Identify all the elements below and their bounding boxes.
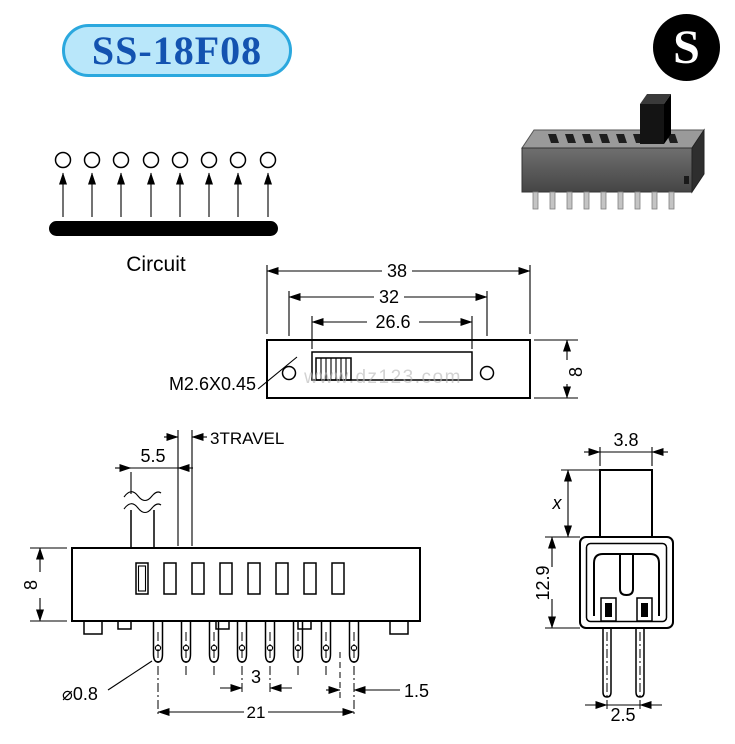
watermark: www.dz123.com [303,367,462,388]
front-view-drawing: 3TRAVEL 5.5 8 ⌀0.8 3 1.5 [21,429,429,722]
break-squiggle [123,491,162,514]
brand-logo: S [653,14,720,81]
side-view-drawing: 3.8 x 12.9 2.5 [533,430,674,725]
contact-window [275,562,289,595]
contact-window [303,562,317,595]
mounting-hole-left [281,365,297,381]
dim-21-label: 21 [247,703,266,722]
contact-circle [142,151,160,169]
pin-center-lines [157,632,355,716]
pin-dia-leader [107,660,153,691]
terminal-section [636,597,653,622]
contact-circle [83,151,101,169]
dim-3-8-label: 3.8 [613,430,638,450]
side-view-body-inner [585,542,668,623]
top-view-slot [311,351,473,381]
contact-window-active [135,562,149,595]
contact-frame [593,553,660,616]
dim-2-5-label: 2.5 [610,705,635,725]
mounting-hole-right [479,365,495,381]
photo-actuator-knob [640,94,671,144]
dim-pin-dia-label: ⌀0.8 [62,684,98,704]
dim-32-label: 32 [379,287,399,307]
terminal-core [605,603,612,617]
bottom-bump [215,621,230,630]
terminal-core [641,603,648,617]
top-view-drawing: 38 32 26.6 8 M2.6X0.45 www.dz123.com [169,261,586,399]
contact-circle [112,151,130,169]
common-bar [49,221,278,236]
side-view-body [579,536,674,629]
thread-leader-line [257,356,298,390]
contact-window [331,562,345,595]
contact-window [247,562,261,595]
contact-window [163,562,177,595]
dim-5-5-label: 5.5 [140,446,165,466]
circuit-label: Circuit [126,253,186,276]
dim-38-label: 38 [387,261,407,281]
contact-window [191,562,205,595]
contact-window [219,562,233,595]
contact-circle [259,151,277,169]
knob-hatch [320,358,347,380]
mounting-foot-left [83,621,103,635]
front-view-body [71,547,421,622]
front-view-knob [130,510,155,548]
side-view-knob [599,469,653,538]
contact-circle [229,151,247,169]
terminal-section [600,597,617,622]
contact-circle [200,151,218,169]
photo-pins [532,191,675,210]
dim-8-front-label: 8 [21,580,41,590]
dim-26-6-label: 26.6 [375,312,410,332]
contact-window-active-inner [137,565,147,592]
circuit-diagram: Circuit [49,151,278,276]
bottom-bump [297,621,312,630]
dim-x-label: x [552,493,563,513]
dim-3-label: 3 [251,667,261,687]
bottom-bump [117,621,132,630]
top-view-knob [315,357,352,381]
dim-12-9-label: 12.9 [533,565,553,600]
part-number: SS-18F08 [91,28,263,73]
part-number-badge: SS-18F08 [62,24,292,77]
thread-spec-label: M2.6X0.45 [169,374,256,394]
dim-8-top-label: 8 [566,367,586,377]
dim-1-5-label: 1.5 [404,681,429,701]
mounting-foot-right [389,621,409,635]
brand-logo-letter: S [673,20,700,74]
side-pin-center-lines [606,632,641,712]
contact-circle [54,151,72,169]
contact-frame-slot [619,554,634,597]
contact-circle [171,151,189,169]
travel-label: 3TRAVEL [210,429,284,448]
product-photo [521,94,705,210]
top-view-body [266,339,531,399]
